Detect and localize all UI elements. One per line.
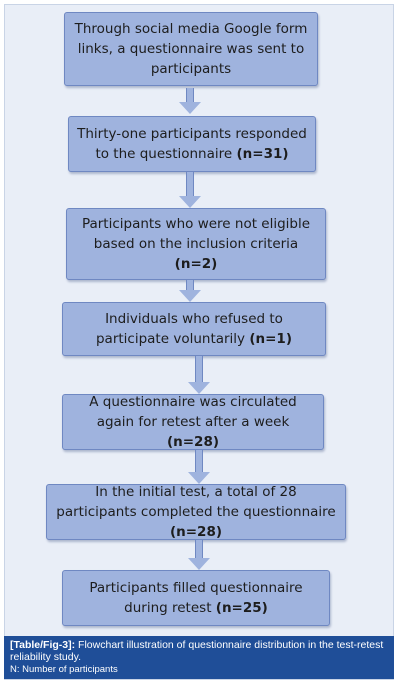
flow-step-7: Participants filled questionnaire during… [62,570,330,626]
flowchart: Through social media Google form links, … [46,12,346,626]
flow-step-5: A questionnaire was circulated again for… [62,394,324,450]
flow-arrow-1 [179,88,201,114]
caption-note: N: Number of participants [10,664,118,675]
flow-step-1: Through social media Google form links, … [64,12,318,86]
flow-arrow-2 [179,172,201,208]
flow-step-3: Participants who were not eligible based… [66,208,326,280]
flow-step-4: Individuals who refused to participate v… [62,302,326,356]
flow-arrow-6 [188,540,210,570]
flow-arrow-4 [188,356,210,394]
flow-arrow-3 [179,280,201,302]
flow-step-6: In the initial test, a total of 28 parti… [46,484,346,540]
caption-text: Flowchart illustration of questionnaire … [10,639,384,663]
caption-label: [Table/Fig-3]: [10,639,76,651]
figure-caption: [Table/Fig-3]: Flowchart illustration of… [4,636,394,679]
flow-arrow-5 [188,450,210,484]
flow-step-2: Thirty-one participants responded to the… [68,116,316,172]
